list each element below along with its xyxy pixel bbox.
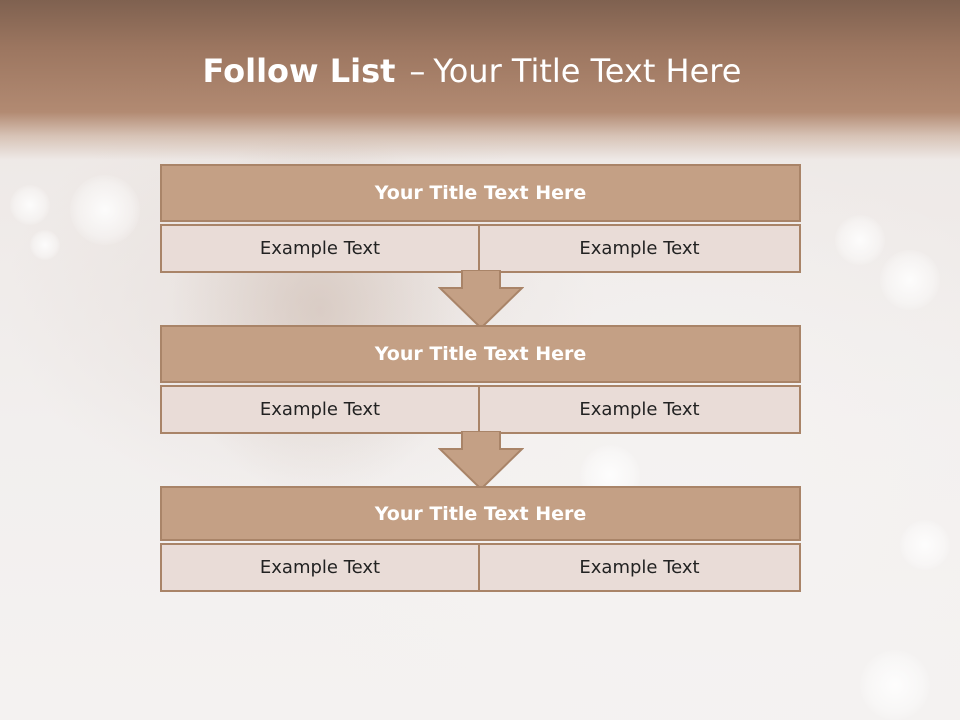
title-separator: – (409, 52, 426, 90)
block-cell-right: Example Text (480, 543, 801, 592)
down-arrow-icon (438, 431, 524, 491)
list-block-2: Your Title Text Here Example Text Exampl… (160, 325, 801, 434)
block-row: Example Text Example Text (160, 224, 801, 273)
bokeh-light (835, 215, 885, 265)
bokeh-light (860, 650, 930, 720)
header-band (0, 0, 960, 160)
title-bold: Follow List (202, 52, 396, 90)
bokeh-light (900, 520, 950, 570)
list-block-1: Your Title Text Here Example Text Exampl… (160, 164, 801, 273)
slide-title: Follow List–Your Title Text Here (0, 52, 944, 90)
list-block-3: Your Title Text Here Example Text Exampl… (160, 486, 801, 592)
bokeh-light (30, 230, 60, 260)
down-arrow-icon (438, 270, 524, 330)
block-cell-right: Example Text (480, 224, 801, 273)
block-title: Your Title Text Here (160, 486, 801, 541)
bokeh-light (10, 185, 50, 225)
block-title: Your Title Text Here (160, 164, 801, 222)
title-rest: Your Title Text Here (433, 52, 742, 90)
block-cell-left: Example Text (160, 385, 480, 434)
block-cell-right: Example Text (480, 385, 801, 434)
block-row: Example Text Example Text (160, 385, 801, 434)
block-row: Example Text Example Text (160, 543, 801, 592)
block-cell-left: Example Text (160, 224, 480, 273)
block-title: Your Title Text Here (160, 325, 801, 383)
bokeh-light (880, 250, 940, 310)
bokeh-light (70, 175, 140, 245)
block-cell-left: Example Text (160, 543, 480, 592)
